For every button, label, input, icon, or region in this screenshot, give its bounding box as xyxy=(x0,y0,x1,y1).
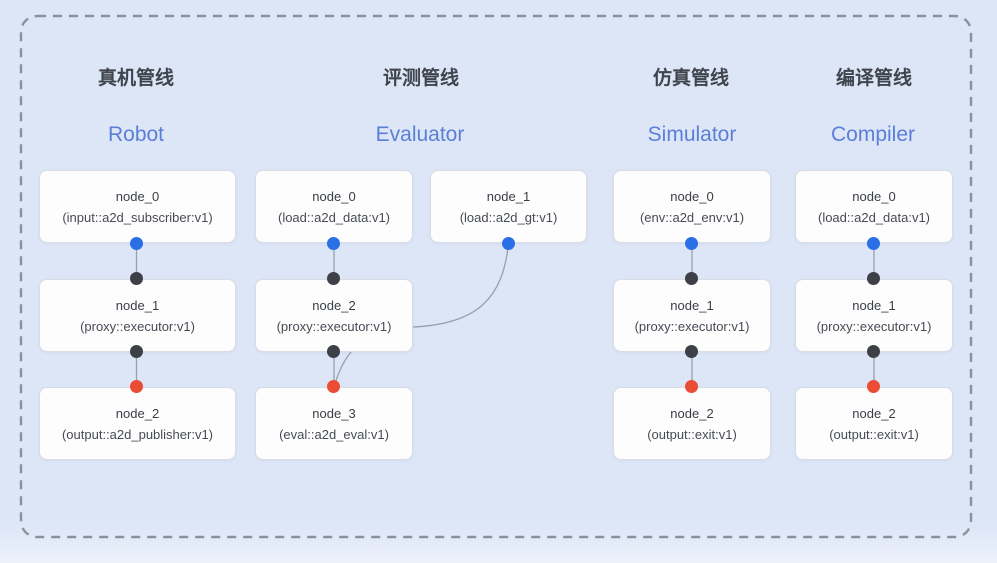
pipeline-title-zh-evaluator: 评测管线 xyxy=(382,68,460,89)
dashed-border xyxy=(19,14,973,539)
port-dot-black xyxy=(327,272,340,285)
node-card-robot-node1[interactable]: node_1 (proxy::executor:v1) xyxy=(39,279,236,352)
port-dot-black xyxy=(130,272,143,285)
pipeline-title-zh-compiler: 编译管线 xyxy=(835,68,913,89)
node-card-evaluator-node1[interactable]: node_1 (load::a2d_gt:v1) xyxy=(430,170,587,243)
node-card-evaluator-node3[interactable]: node_3 (eval::a2d_eval:v1) xyxy=(255,387,413,460)
node-type: (proxy::executor:v1) xyxy=(80,318,195,334)
port-dot-red xyxy=(130,380,143,393)
pipeline-title-en-compiler: Compiler xyxy=(830,123,916,146)
node-type: (eval::a2d_eval:v1) xyxy=(279,426,389,442)
node-type: (output::exit:v1) xyxy=(647,426,737,442)
node-name: node_2 xyxy=(670,405,714,421)
pipeline-title-zh-simulator: 仿真管线 xyxy=(652,68,730,89)
port-dot-blue xyxy=(130,237,143,250)
port-dot-blue xyxy=(502,237,515,250)
port-dot-black xyxy=(685,345,698,358)
node-name: node_3 xyxy=(312,405,356,421)
node-type: (proxy::executor:v1) xyxy=(634,318,750,334)
port-dot-black xyxy=(327,345,340,358)
node-card-evaluator-node2[interactable]: node_2 (proxy::executor:v1) xyxy=(255,279,413,352)
node-card-compiler-node2[interactable]: node_2 (output::exit:v1) xyxy=(795,387,953,460)
node-name: node_1 xyxy=(852,297,896,313)
node-name: node_1 xyxy=(670,297,714,313)
node-name: node_0 xyxy=(115,188,160,204)
pipeline-title-en-robot: Robot xyxy=(107,123,165,146)
node-type: (env::a2d_env:v1) xyxy=(639,209,745,225)
port-dot-black xyxy=(685,272,698,285)
node-type: (input::a2d_subscriber:v1) xyxy=(62,209,213,225)
node-card-simulator-node0[interactable]: node_0 (env::a2d_env:v1) xyxy=(613,170,771,243)
port-dot-red xyxy=(685,380,698,393)
port-dot-red xyxy=(867,380,880,393)
node-name: node_2 xyxy=(312,297,356,313)
node-card-simulator-node2[interactable]: node_2 (output::exit:v1) xyxy=(613,387,771,460)
node-name: node_2 xyxy=(852,405,896,421)
node-name: node_0 xyxy=(312,188,356,204)
pipeline-title-en-evaluator: Evaluator xyxy=(375,123,465,146)
node-type: (load::a2d_data:v1) xyxy=(817,209,931,225)
node-card-evaluator-node0[interactable]: node_0 (load::a2d_data:v1) xyxy=(255,170,413,243)
node-name: node_1 xyxy=(115,297,160,313)
pipeline-title-zh-robot: 真机管线 xyxy=(97,68,175,89)
edge-curve xyxy=(333,242,510,388)
node-type: (load::a2d_gt:v1) xyxy=(459,209,558,225)
node-card-compiler-node0[interactable]: node_0 (load::a2d_data:v1) xyxy=(795,170,953,243)
node-card-robot-node0[interactable]: node_0 (input::a2d_subscriber:v1) xyxy=(39,170,236,243)
port-dot-blue xyxy=(685,237,698,250)
port-dot-blue xyxy=(327,237,340,250)
node-type: (load::a2d_data:v1) xyxy=(277,209,391,225)
node-name: node_0 xyxy=(852,188,896,204)
node-type: (output::a2d_publisher:v1) xyxy=(61,426,214,442)
node-type: (proxy::executor:v1) xyxy=(276,318,392,334)
port-dot-black xyxy=(130,345,143,358)
node-type: (proxy::executor:v1) xyxy=(816,318,932,334)
node-card-compiler-node1[interactable]: node_1 (proxy::executor:v1) xyxy=(795,279,953,352)
port-dot-red xyxy=(327,380,340,393)
pipeline-title-en-simulator: Simulator xyxy=(647,123,737,146)
node-card-robot-node2[interactable]: node_2 (output::a2d_publisher:v1) xyxy=(39,387,236,460)
node-name: node_1 xyxy=(486,188,531,204)
port-dot-blue xyxy=(867,237,880,250)
node-name: node_2 xyxy=(115,405,160,421)
port-dot-black xyxy=(867,345,880,358)
node-card-simulator-node1[interactable]: node_1 (proxy::executor:v1) xyxy=(613,279,771,352)
node-name: node_0 xyxy=(670,188,714,204)
port-dot-black xyxy=(867,272,880,285)
node-type: (output::exit:v1) xyxy=(829,426,919,442)
